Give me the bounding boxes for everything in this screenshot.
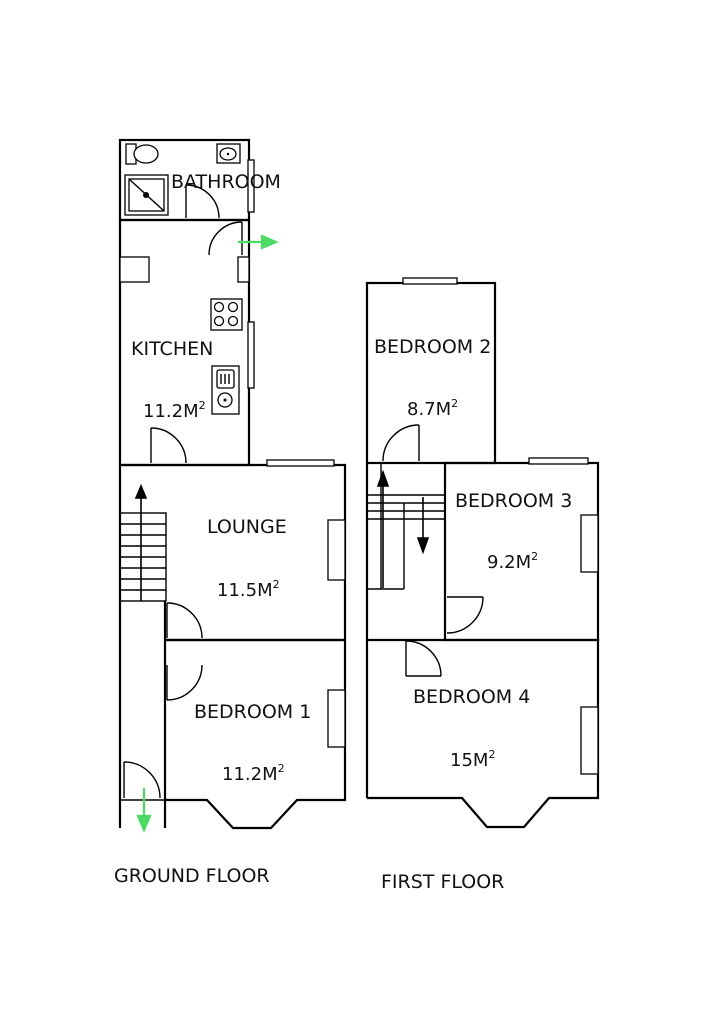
bedroom2-area: 8.7M2 [407,397,458,420]
bedroom3-area: 9.2M2 [487,550,538,573]
lounge-name: LOUNGE [207,516,287,538]
front-door [120,761,165,801]
bedroom2-window [402,277,458,285]
kitchen-area: 11.2M2 [143,399,206,422]
basin-icon [216,143,241,164]
bathroom-name: BATHROOM [171,171,281,193]
bathroom-window [247,159,255,213]
bedroom2-name: BEDROOM 2 [374,336,491,358]
bedroom4-name: BEDROOM 4 [413,686,530,708]
first-floor-plan: BEDROOM 2 8.7M2 [365,277,600,893]
bedroom1-area: 11.2M2 [222,762,285,785]
bedroom2-door [382,424,420,462]
bathroom-door [185,184,220,219]
first-floor-label: FIRST FLOOR [381,871,504,893]
bedroom4-fireplace [580,706,599,775]
room-kitchen: KITCHEN 11.2M2 [118,218,255,467]
bedroom3-fireplace [580,514,599,573]
bedroom3-door [446,596,484,634]
room-bedroom-3: BEDROOM 3 9.2M2 [443,457,600,642]
lounge-window [266,459,335,467]
room-bedroom-2: BEDROOM 2 8.7M2 [365,277,497,465]
kitchen-name: KITCHEN [131,338,213,360]
bedroom4-area: 15M2 [450,748,495,771]
kitchen-door [150,427,187,464]
toilet-icon [125,143,159,165]
lounge-door [166,602,203,639]
room-bathroom: BATHROOM [118,138,281,222]
bedroom4-door [405,640,442,677]
back-door [208,221,243,256]
shower-icon [124,174,169,216]
bedroom1-fireplace [327,689,346,748]
stairs-down-arrow-first [416,497,430,555]
lounge-fireplace [327,519,346,581]
bedroom3-name: BEDROOM 3 [455,490,572,512]
chimney-breast [119,256,150,283]
lounge-area: 11.5M2 [217,578,280,601]
hob-icon [210,298,243,331]
sink-icon [211,365,240,415]
stairs-up-arrow [134,483,148,601]
room-bedroom-4: BEDROOM 4 15M2 [367,638,600,829]
bedroom1-door [166,664,203,701]
kitchen-wall-nib [237,256,250,283]
kitchen-window [247,321,255,389]
room-bedroom-1: BEDROOM 1 11.2M2 [165,638,347,830]
rear-entrance-arrow [238,234,279,250]
ground-floor-plan: BATHROOM [114,138,347,887]
bedroom1-name: BEDROOM 1 [194,701,311,723]
ground-stairs [119,512,167,602]
front-entrance-arrow [136,788,152,833]
ground-floor-label: GROUND FLOOR [114,865,270,887]
bedroom3-window [528,457,589,465]
first-floor-landing [365,462,445,798]
stairs-up-arrow-first [376,469,390,588]
